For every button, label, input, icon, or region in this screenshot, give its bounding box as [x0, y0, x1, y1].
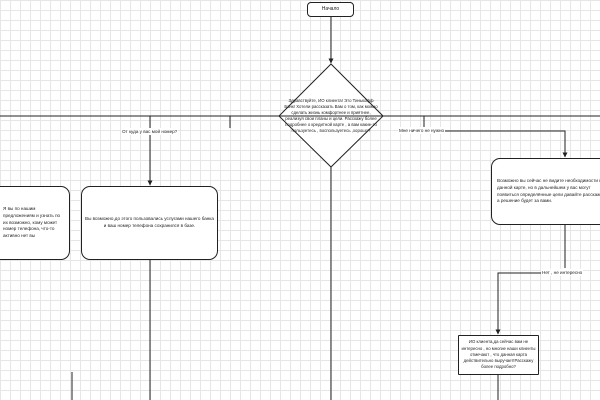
process-box-d[interactable]: ИО клиента,да сейчас вам не интересно , …	[458, 335, 539, 375]
process-box-b[interactable]: Вы возможно,до этого пользовались услуга…	[81, 186, 218, 260]
greeting-decision-text: Здравствуйте, ИО клиента! Это Тинькофф Б…	[284, 97, 378, 134]
process-box-c[interactable]: Возможно вы сейчас не видите необходимос…	[491, 158, 600, 225]
process-box-a[interactable]: Я вы по нашим предложениям и узнать по и…	[0, 186, 70, 260]
connector-no-to-box-d	[495, 272, 541, 335]
connector-money-to-box-c	[424, 130, 568, 158]
start-node[interactable]: Начало	[307, 2, 354, 17]
edge-label-not-interested: Нет , не интересно	[541, 269, 584, 276]
edge-label-where-number: От куда у вас мой номер?	[121, 128, 179, 135]
edge-label-not-needed: Мне ничего не нужно	[398, 127, 446, 134]
